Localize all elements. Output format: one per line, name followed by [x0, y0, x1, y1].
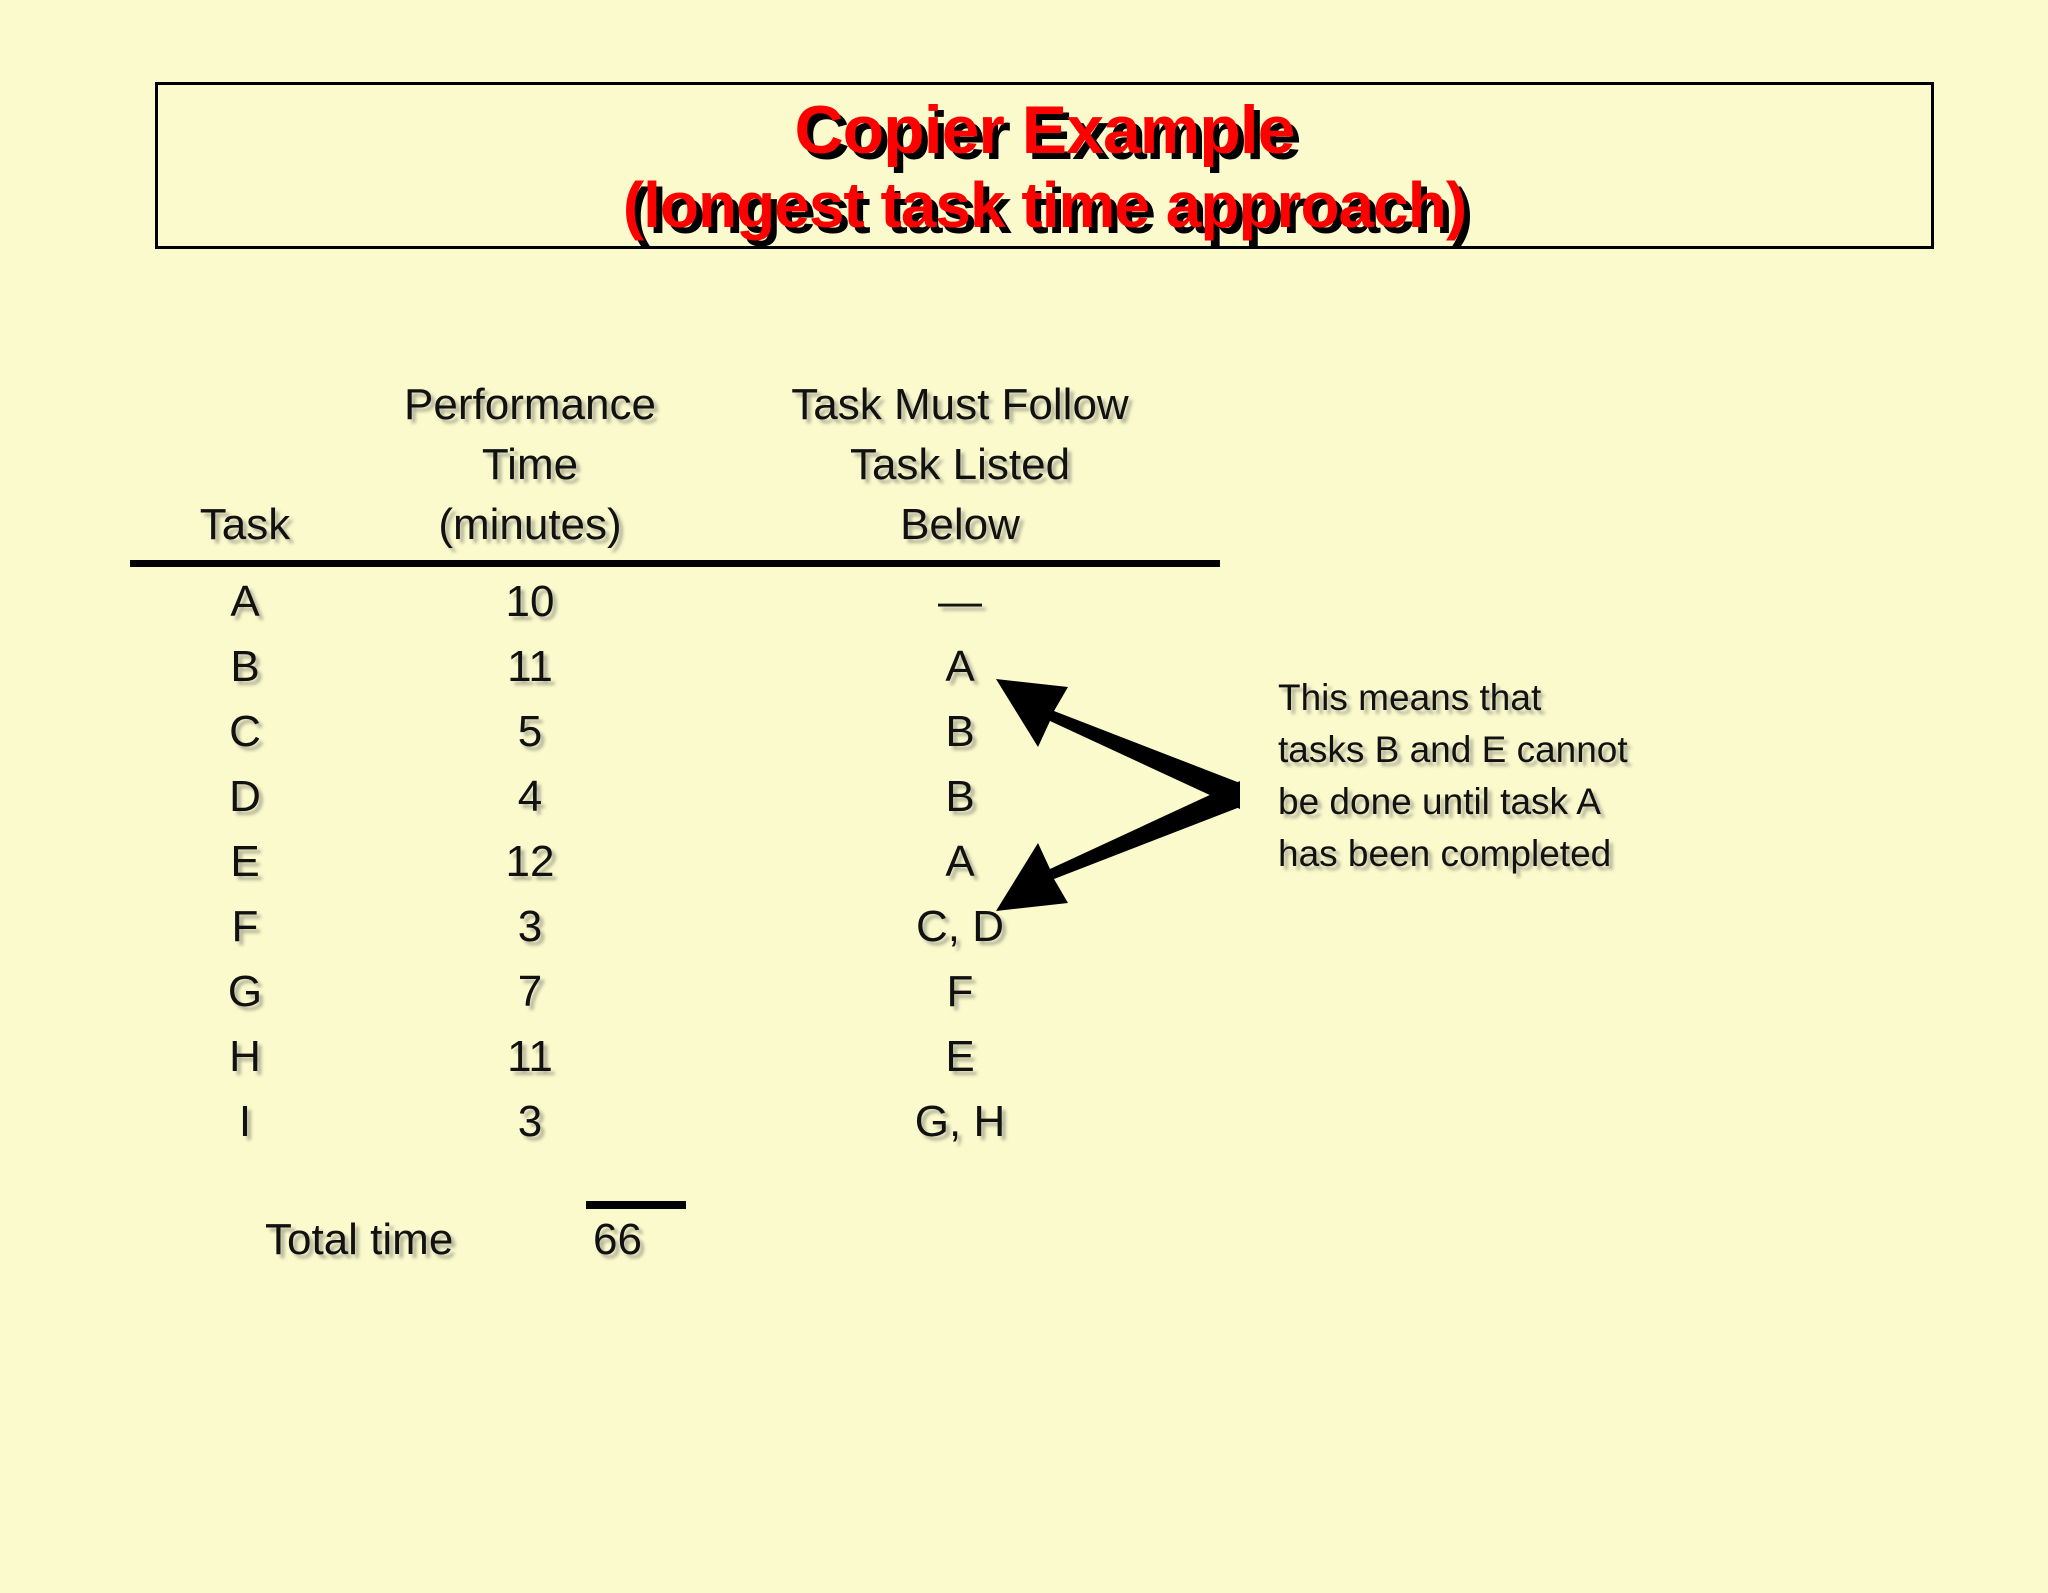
- cell-task: I: [238, 1097, 252, 1146]
- cell-time: 3: [517, 1097, 543, 1146]
- cell-task: H: [229, 1032, 261, 1081]
- cell-follow: B: [945, 707, 975, 756]
- cell-task: A: [230, 577, 260, 626]
- cell-task: G: [227, 967, 263, 1016]
- table-row: H 11 E: [130, 1024, 1220, 1089]
- cell-task: D: [229, 772, 261, 821]
- task-table-container: Task Performance Time (minutes) Task Mus…: [130, 375, 1230, 1154]
- cell-task: E: [230, 837, 260, 886]
- cell-task: C: [229, 707, 261, 756]
- page-subtitle: (longest task time approach): [622, 168, 1467, 241]
- cell-time: 4: [517, 772, 543, 821]
- cell-follow: F: [946, 967, 974, 1016]
- annotation-line-1: This means that: [1278, 677, 1542, 718]
- total-time-label: Total time: [265, 1215, 454, 1264]
- table-body: A 10 — B 11 A C 5 B D 4 B E 12 A: [130, 569, 1220, 1154]
- column-header-task: Task: [199, 500, 291, 549]
- table-row: F 3 C, D: [130, 894, 1220, 959]
- page-title: Copier Example: [794, 91, 1296, 168]
- table-row: D 4 B: [130, 764, 1220, 829]
- cell-time: 12: [505, 837, 555, 886]
- cell-time: 11: [507, 1032, 553, 1081]
- header-rule: [130, 555, 1220, 569]
- arrow-branch-upper: [996, 679, 1240, 809]
- title-box: Copier Example (longest task time approa…: [155, 82, 1934, 249]
- total-rule-line: [586, 1201, 686, 1209]
- column-header-follow: Task Must Follow Task Listed Below: [791, 380, 1129, 549]
- table-row: C 5 B: [130, 699, 1220, 764]
- header-rule-line: [130, 560, 1220, 567]
- cell-follow: A: [945, 642, 975, 691]
- cell-follow: C, D: [916, 902, 1004, 951]
- cell-time: 5: [517, 707, 543, 756]
- cell-time: 3: [517, 902, 543, 951]
- annotation-line-2: tasks B and E cannot: [1278, 729, 1628, 770]
- annotation-line-4: has been completed: [1278, 833, 1612, 874]
- table-row: A 10 —: [130, 569, 1220, 634]
- cell-follow: E: [945, 1032, 975, 1081]
- cell-follow: G, H: [914, 1097, 1006, 1146]
- total-time-value: 66: [593, 1215, 642, 1264]
- arrow-branch-lower: [996, 781, 1240, 911]
- table-row: G 7 F: [130, 959, 1220, 1024]
- cell-time: 10: [505, 577, 555, 626]
- table-row: I 3 G, H: [130, 1089, 1220, 1154]
- table-header-row: Task Performance Time (minutes) Task Mus…: [130, 375, 1220, 555]
- cell-follow: A: [945, 837, 975, 886]
- annotation-text: This means that tasks B and E cannot be …: [1278, 672, 1748, 880]
- cell-task: B: [230, 642, 260, 691]
- task-table: Task Performance Time (minutes) Task Mus…: [130, 375, 1220, 1154]
- cell-time: 11: [507, 642, 553, 691]
- table-row: B 11 A: [130, 634, 1220, 699]
- cell-time: 7: [517, 967, 543, 1016]
- cell-follow: —: [938, 577, 982, 626]
- column-header-time: Performance Time (minutes): [404, 380, 656, 549]
- cell-follow: B: [945, 772, 975, 821]
- table-row: E 12 A: [130, 829, 1220, 894]
- cell-task: F: [231, 902, 259, 951]
- double-arrow-icon: [996, 679, 1240, 911]
- annotation-line-3: be done until task A: [1278, 781, 1601, 822]
